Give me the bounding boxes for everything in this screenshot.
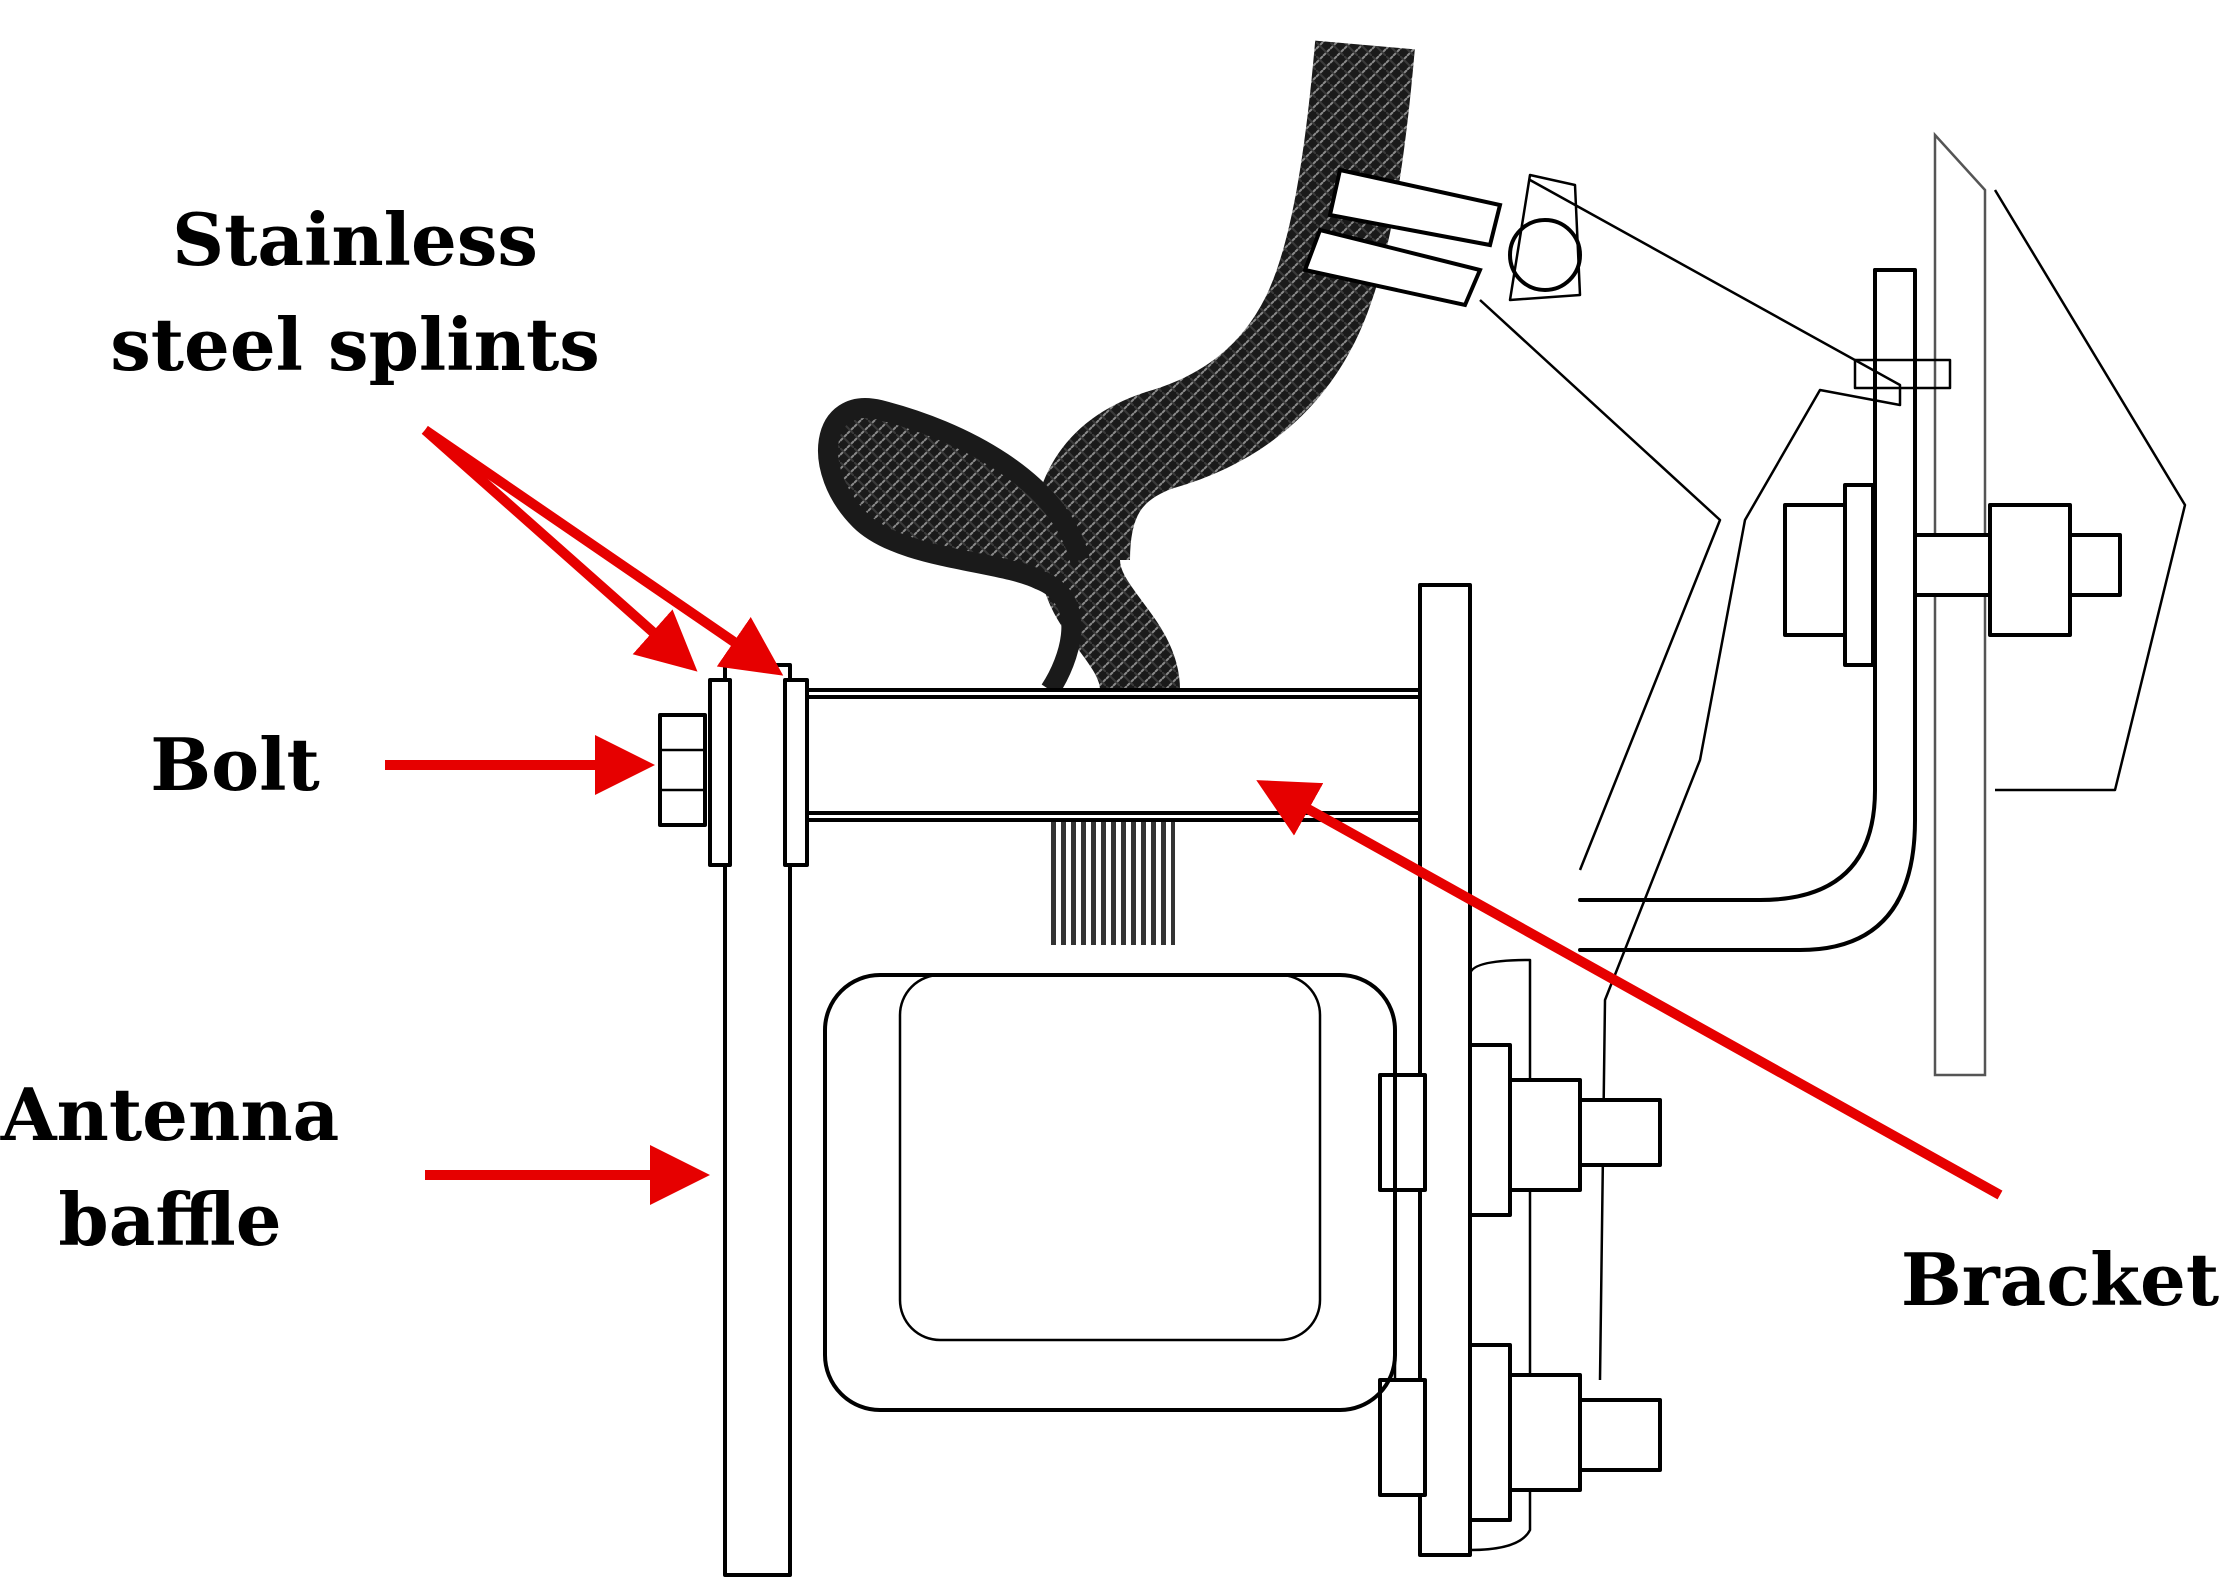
upper-right-nut <box>1783 503 1847 637</box>
splint-left <box>708 678 732 867</box>
label-bracket: Bracket <box>1901 1237 2219 1322</box>
annotation-arrows <box>385 425 2003 1205</box>
braided-hose <box>818 40 1503 945</box>
arrow-bracket <box>1256 780 2003 1200</box>
label-splints-line2: steel splints <box>110 302 600 387</box>
baffle-plate <box>723 663 792 1577</box>
horizontal-bar <box>803 688 1427 822</box>
middle-bolt-nut-left <box>1378 1073 1427 1192</box>
lower-bolt-nut <box>1508 1373 1582 1492</box>
lower-bolt-nut-left <box>1378 1378 1427 1497</box>
middle-bolt-nut <box>1508 1078 1582 1192</box>
middle-bolt-shaft <box>1578 1098 1662 1167</box>
antenna-box <box>823 973 1397 1412</box>
label-baffle-line1: Antenna <box>0 1072 339 1157</box>
hose-strands <box>1050 815 1175 945</box>
bolt-head <box>658 713 707 827</box>
labels: Stainless steel splints Bolt Antenna baf… <box>0 197 2219 1322</box>
arrow-splint-left <box>421 426 698 672</box>
label-bolt: Bolt <box>150 722 320 807</box>
antenna-baffle <box>658 663 809 1577</box>
bracket-plate <box>1418 583 1472 1557</box>
splint-right <box>783 678 809 867</box>
label-splints-line1: Stainless <box>172 197 538 282</box>
upper-right-washer <box>1843 483 1875 667</box>
label-baffle-line2: baffle <box>58 1177 281 1262</box>
bracket <box>1378 583 1662 1557</box>
lower-bolt-washer <box>1468 1343 1512 1522</box>
mounting-structure <box>1479 131 2187 1381</box>
middle-bolt-washer <box>1468 1043 1512 1217</box>
arrow-splint-right <box>422 425 784 676</box>
upper-right-bolt-head <box>1988 503 2072 637</box>
lower-bolt-shaft <box>1578 1398 1662 1472</box>
